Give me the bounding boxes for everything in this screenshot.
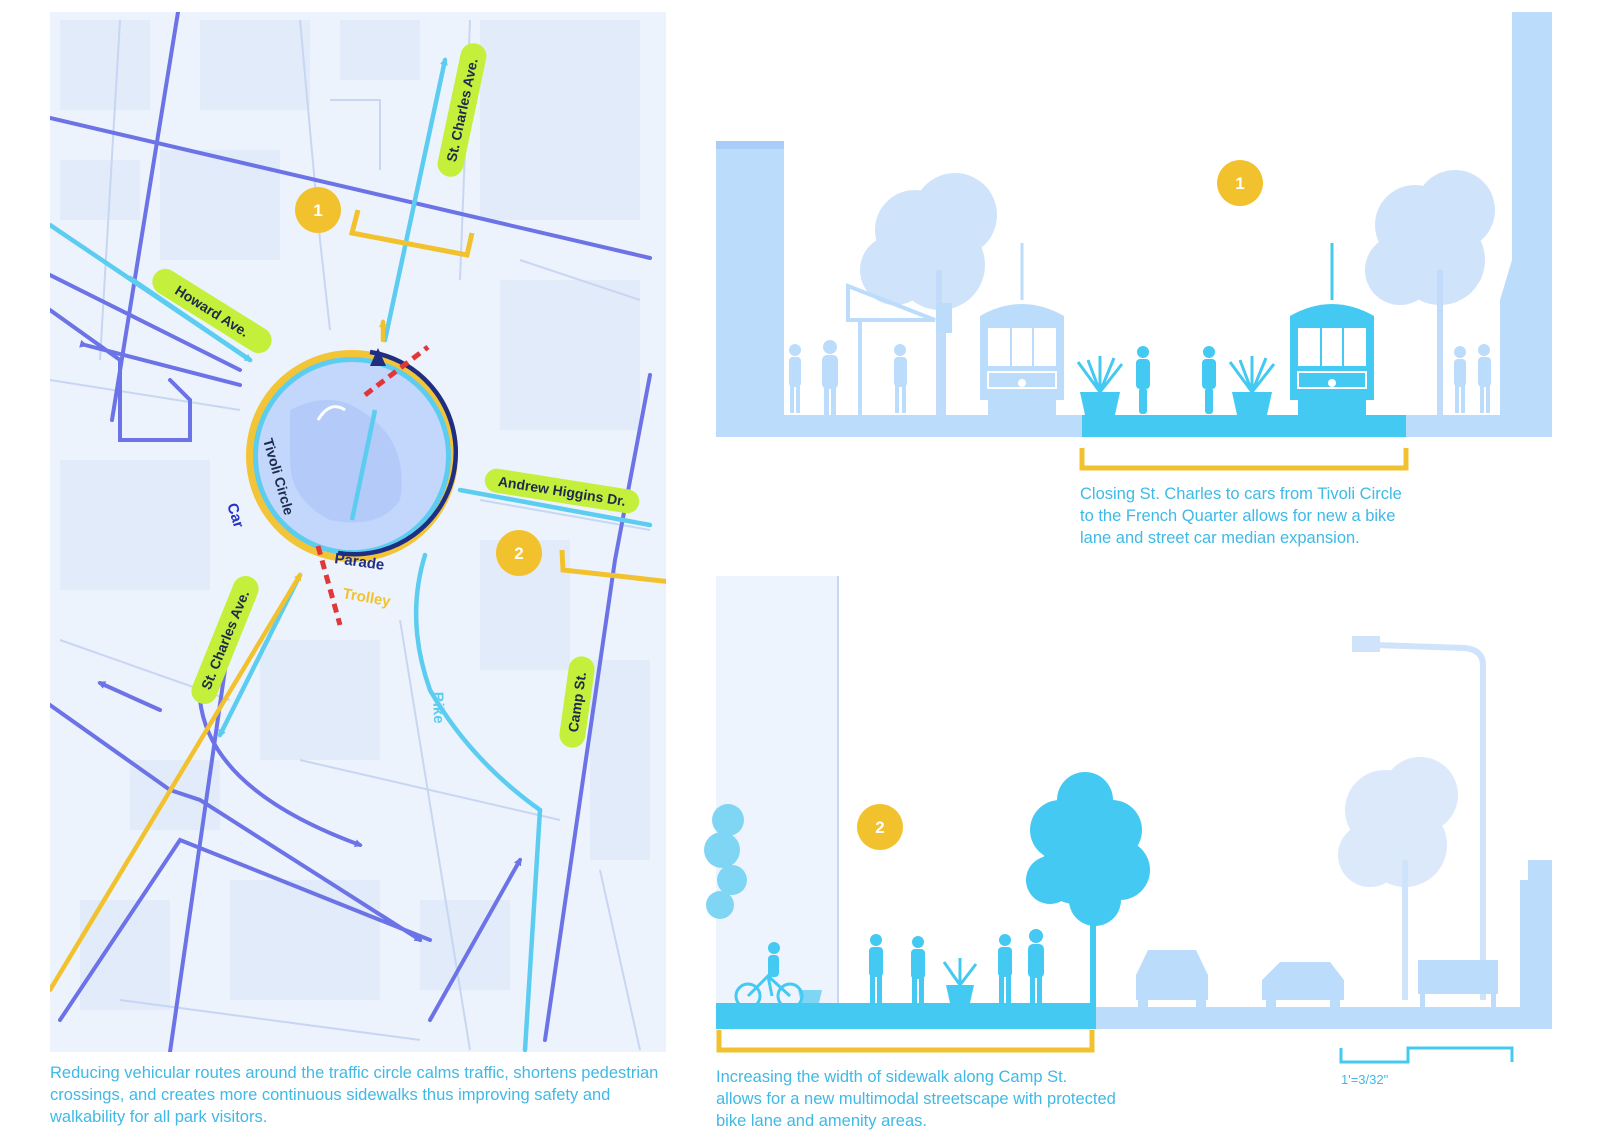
- section2-right-building: [1520, 860, 1552, 1029]
- section1-planters: [1076, 356, 1276, 415]
- section2-bracket: [716, 1030, 1095, 1053]
- section1-shelter: [846, 283, 952, 415]
- section2-pedestrians: [869, 929, 1044, 1003]
- section2-sidewalk-highlight: [716, 1003, 1096, 1029]
- section1-right-building: [1500, 12, 1552, 437]
- section2-tree: [1026, 772, 1150, 1003]
- section2-cyclist: [734, 942, 804, 1010]
- closure-markers: [315, 345, 430, 626]
- scale-bar: 1'=3/32": [1339, 1046, 1514, 1087]
- section2-street-lamp: [1352, 636, 1486, 1000]
- section2-cars: [1136, 950, 1344, 1007]
- section2-badge: 2: [857, 804, 903, 850]
- svg-text:1: 1: [313, 201, 322, 220]
- building-footprints: [60, 20, 650, 1010]
- section2-left-building: [716, 576, 838, 1007]
- label-camp-st: Camp St.: [559, 656, 595, 748]
- parade-route: [337, 349, 458, 557]
- section2-caption: Increasing the width of sidewalk along C…: [716, 1068, 1116, 1130]
- map-badge-1: 1: [295, 187, 341, 233]
- section1-streetcar-left: [980, 243, 1064, 415]
- tivoli-circle: [246, 348, 458, 562]
- label-bike: Bike: [429, 692, 447, 724]
- section1-caption: Closing St. Charles to cars from Tivoli …: [1080, 485, 1402, 547]
- section1-cyclists: [1136, 346, 1216, 414]
- map-badge-2: 2: [496, 530, 542, 576]
- svg-text:1: 1: [1235, 174, 1244, 193]
- map-caption: Reducing vehicular routes around the tra…: [50, 1064, 659, 1126]
- section1-trees: [860, 170, 1495, 415]
- bike-routes: [50, 57, 653, 1052]
- map-section-brackets: [348, 209, 666, 584]
- svg-text:2: 2: [514, 544, 523, 563]
- label-parade: Parade: [333, 550, 385, 574]
- trolley-routes: [50, 319, 387, 993]
- site-map: 1 2 St. Charles Ave. Howard Ave. Andrew …: [50, 12, 666, 1052]
- svg-text:2: 2: [875, 818, 884, 837]
- section2-pale-tree: [1338, 757, 1458, 1000]
- section2-left-tree: [704, 804, 747, 919]
- section1-pedestrians: [789, 340, 1491, 415]
- street-section-1: 1: [716, 12, 1552, 471]
- section1-bracket: [1079, 448, 1409, 471]
- section2-bench: [1418, 960, 1498, 1007]
- section1-badge: 1: [1217, 160, 1263, 206]
- section1-streetcar-right: [1290, 243, 1374, 415]
- section2-planters: [798, 958, 978, 1003]
- street-section-2: 2 1'=3/32": [704, 576, 1552, 1087]
- scale-label: 1'=3/32": [1341, 1072, 1389, 1087]
- section1-median-highlight: [1082, 415, 1406, 437]
- section1-left-building: [716, 141, 784, 437]
- label-car: Car: [223, 501, 247, 530]
